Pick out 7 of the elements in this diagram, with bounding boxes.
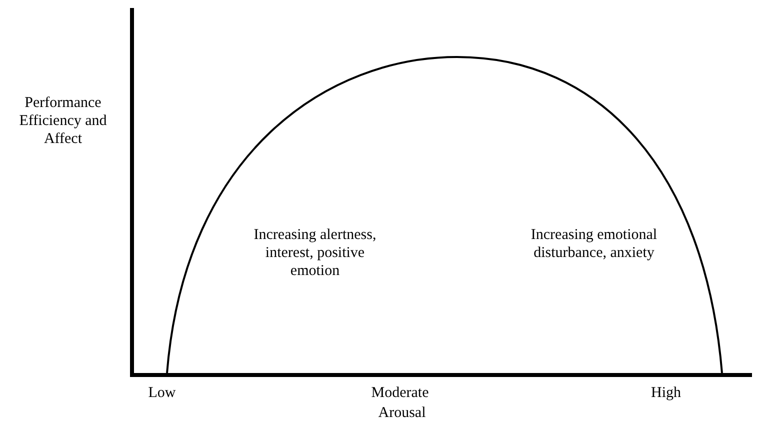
region-label: Increasing emotional disturbance, anxiety bbox=[530, 226, 658, 262]
axis-title: Performance Efficiency and Affect bbox=[18, 94, 108, 148]
tick-label: Low bbox=[147, 384, 177, 402]
tick-label: Moderate bbox=[370, 384, 430, 402]
region-label: Increasing alertness, interest, positive emotion bbox=[252, 226, 378, 280]
axis-title: Arousal bbox=[377, 404, 427, 422]
tick-label: High bbox=[650, 384, 682, 402]
